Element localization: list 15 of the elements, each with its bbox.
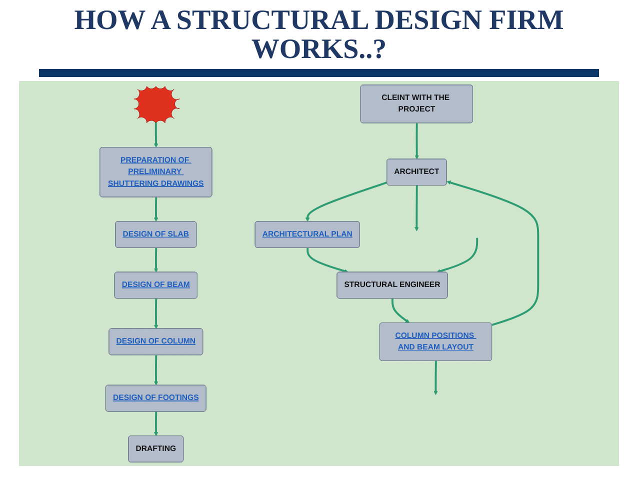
arrow [436, 238, 478, 273]
arrow [154, 248, 158, 272]
node-star [134, 86, 180, 123]
arrow [154, 411, 158, 436]
arrow [414, 185, 419, 232]
arrow [391, 298, 410, 323]
arrow [154, 197, 158, 222]
arrow [154, 354, 158, 386]
arrow [154, 298, 158, 329]
arrow [414, 122, 420, 160]
arrow [434, 360, 438, 395]
arrow [154, 122, 158, 148]
arrow [306, 248, 349, 273]
arrow [446, 180, 540, 326]
arrow [305, 181, 388, 222]
